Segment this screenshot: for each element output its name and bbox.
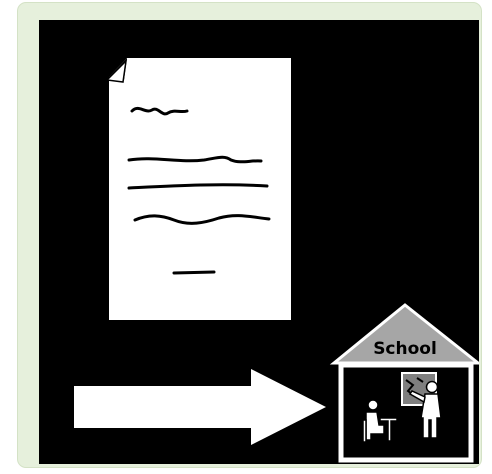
school-icon: School	[334, 305, 478, 460]
pictogram-canvas: School	[39, 20, 479, 464]
pictogram-svg: School	[39, 20, 479, 464]
pictogram-frame: School	[17, 2, 482, 468]
document-icon	[107, 58, 291, 320]
right-arrow-icon	[74, 369, 326, 445]
school-sign: School	[373, 339, 437, 359]
